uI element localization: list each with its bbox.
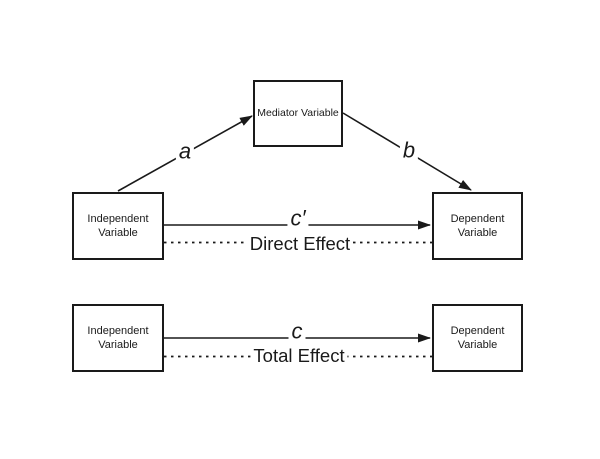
dependent-variable-node-mediation: Dependent Variable (432, 192, 523, 260)
direct-effect-label: Direct Effect (246, 233, 354, 255)
independent-variable-node-total: Independent Variable (72, 304, 164, 372)
path-a-label: a (175, 139, 195, 163)
total-effect-label: Total Effect (250, 345, 348, 367)
independent-variable-node-mediation: Independent Variable (72, 192, 164, 260)
mediator-variable-node: Mediator Variable (253, 80, 343, 147)
dependent-variable-node-total: Dependent Variable (432, 304, 523, 372)
path-b-label: b (399, 138, 419, 162)
path-c-prime-label: c′ (287, 206, 309, 230)
path-c-label: c (288, 319, 306, 343)
